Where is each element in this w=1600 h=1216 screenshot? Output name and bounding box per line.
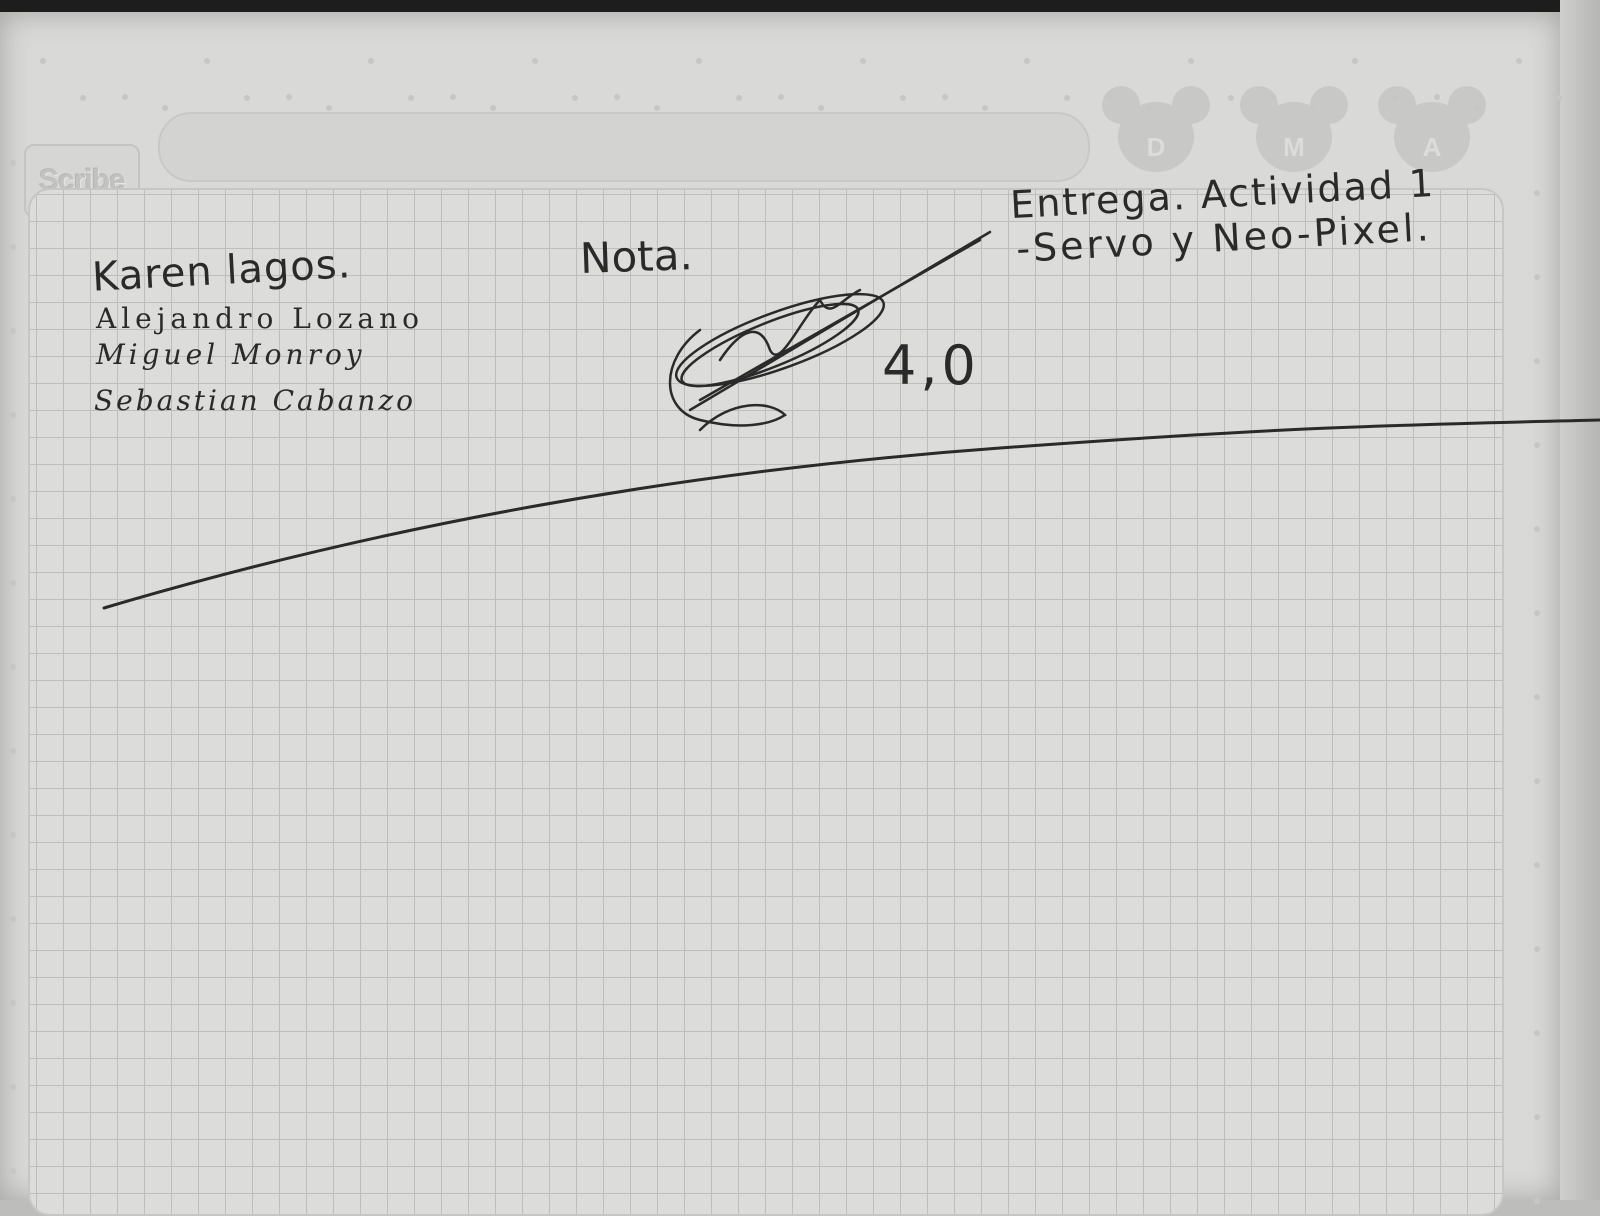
decorative-dot	[10, 748, 16, 754]
grade-label: Nota.	[579, 230, 694, 283]
decorative-dot	[1534, 274, 1540, 280]
decorative-dot	[1534, 862, 1540, 868]
decorative-dot	[1534, 1030, 1540, 1036]
decorative-dot	[654, 104, 660, 111]
decorative-dot	[490, 104, 496, 111]
team-member-name: Miguel Monroy	[96, 338, 366, 371]
decorative-dot	[1534, 526, 1540, 532]
decorative-dot	[778, 93, 784, 100]
decorative-dot	[1474, 104, 1480, 111]
decorative-dot	[1534, 1114, 1540, 1120]
decorative-dot	[532, 57, 538, 64]
decorative-dot	[1534, 358, 1540, 364]
decorative-dot	[696, 57, 702, 64]
decorative-dot	[10, 412, 16, 418]
decorative-dot	[1270, 93, 1276, 100]
date-head-day: D	[1096, 82, 1216, 182]
decorative-dot	[80, 94, 86, 101]
decorative-dot	[10, 832, 16, 838]
date-head-month: M	[1234, 82, 1354, 182]
decorative-dot	[10, 916, 16, 922]
decorative-dot	[1228, 94, 1234, 101]
decorative-dot	[1534, 778, 1540, 784]
decorative-dot	[450, 93, 456, 100]
decorative-dot	[10, 664, 16, 670]
decorative-dot	[244, 94, 250, 101]
page-edge	[1560, 0, 1600, 1200]
decorative-dot	[10, 160, 16, 166]
grade-value: 4,0	[882, 334, 980, 397]
decorative-dot	[1106, 93, 1112, 100]
decorative-dot	[1188, 57, 1194, 64]
date-head-label: D	[1146, 132, 1166, 162]
decorative-dot	[1534, 694, 1540, 700]
decorative-dot	[1310, 104, 1316, 111]
decorative-dot	[408, 94, 414, 101]
decorative-dot	[1534, 610, 1540, 616]
decorative-dot	[10, 1168, 16, 1174]
decorative-dot	[1516, 57, 1522, 64]
background-edge	[0, 0, 1600, 12]
decorative-dot	[10, 496, 16, 502]
decorative-dot	[286, 93, 292, 100]
divider-stroke	[102, 418, 1600, 610]
decorative-dot	[40, 57, 46, 64]
decorative-dot	[818, 104, 824, 111]
signature-mark	[668, 230, 992, 432]
decorative-dot	[1024, 57, 1030, 64]
decorative-dot	[10, 1084, 16, 1090]
name-field	[158, 112, 1090, 182]
decorative-dot	[1556, 94, 1562, 101]
decorative-dot	[122, 93, 128, 100]
decorative-dot	[900, 94, 906, 101]
team-member-name: Sebastian Cabanzo	[94, 384, 416, 417]
date-heads: D M A	[1096, 82, 1526, 182]
date-head-label: A	[1422, 132, 1442, 162]
decorative-dot	[1434, 93, 1440, 100]
decorative-dot	[368, 57, 374, 64]
team-member-name: Alejandro Lozano	[96, 302, 425, 335]
date-head-year: A	[1372, 82, 1492, 182]
decorative-dot	[10, 580, 16, 586]
decorative-dot	[982, 104, 988, 111]
decorative-dot	[572, 94, 578, 101]
decorative-dot	[1064, 94, 1070, 101]
decorative-dot	[326, 104, 332, 111]
decorative-dot	[1534, 946, 1540, 952]
decorative-dot	[10, 328, 16, 334]
date-head-label: M	[1283, 132, 1305, 162]
decorative-dot	[1534, 190, 1540, 196]
decorative-dot	[614, 93, 620, 100]
decorative-dot	[10, 244, 16, 250]
decorative-dot	[860, 57, 866, 64]
decorative-dot	[204, 57, 210, 64]
decorative-dot	[942, 93, 948, 100]
decorative-dot	[10, 1000, 16, 1006]
notebook-page: Scribe D M A	[0, 12, 1560, 1216]
decorative-dot	[1352, 57, 1358, 64]
grid-writing-area	[28, 188, 1504, 1216]
decorative-dot	[1392, 94, 1398, 101]
decorative-dot	[162, 104, 168, 111]
decorative-dot	[736, 94, 742, 101]
decorative-dot	[1534, 442, 1540, 448]
decorative-dot	[1146, 104, 1152, 111]
